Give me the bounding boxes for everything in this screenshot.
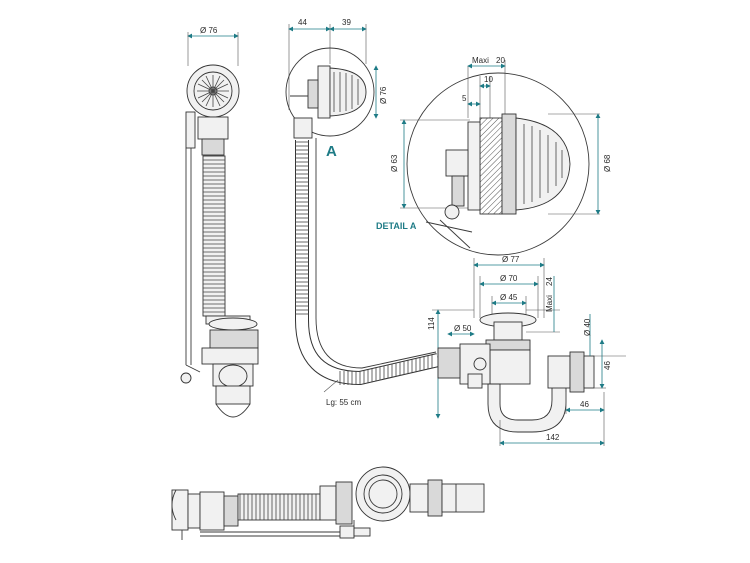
dim-detail-20: 20 (496, 56, 505, 65)
dim-detail-5: 5 (462, 94, 467, 103)
dim-side-39: 39 (342, 18, 351, 27)
dim-waste-70: Ø 70 (500, 274, 518, 283)
front-view: Ø 76 (180, 26, 259, 418)
dim-side-44: 44 (298, 18, 307, 27)
dim-side-76: Ø 76 (379, 86, 388, 104)
detail-marker: A (326, 143, 337, 160)
dim-waste-24: 24 (545, 277, 554, 286)
dim-trap-142: 142 (546, 433, 560, 442)
side-view: 44 39 Ø 76 A Lg: 55 cm (285, 18, 440, 407)
dim-detail-68: Ø 68 (603, 154, 612, 172)
dim-detail-63: Ø 63 (390, 154, 399, 172)
dim-trap-46b: 46 (580, 400, 589, 409)
hose-ribs-side (295, 141, 433, 385)
overflow-cover (186, 64, 240, 118)
hose-ribs-front (203, 159, 225, 313)
dim-waste-50: Ø 50 (454, 324, 472, 333)
dim-waste-45: Ø 45 (500, 293, 518, 302)
hose-length: Lg: 55 cm (326, 398, 361, 407)
dim-waste-114: 114 (427, 317, 436, 330)
dim-trap-40: Ø 40 (583, 318, 592, 336)
dim-waste-77: Ø 77 (502, 255, 520, 264)
detail-a: Maxi 20 10 5 Ø 63 Ø 68 (376, 56, 612, 256)
dim-detail-10: 10 (484, 75, 493, 84)
waste-trap-view: Ø 77 Ø 70 Ø 45 Maxi 24 114 Ø 50 (427, 255, 626, 446)
detail-title: DETAIL A (376, 221, 417, 231)
dim-detail-maxi: Maxi (472, 56, 489, 65)
plan-view (171, 466, 485, 540)
dim-top-outlet: Ø 76 (200, 26, 218, 35)
dim-trap-46a: 46 (603, 361, 612, 370)
hose-ribs-plan (239, 494, 317, 520)
dim-waste-maxi: Maxi (545, 295, 554, 312)
